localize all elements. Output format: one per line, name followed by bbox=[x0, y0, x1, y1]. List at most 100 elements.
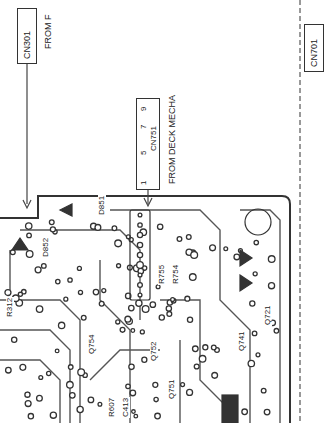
part-label: C413 bbox=[122, 397, 130, 418]
solder-pad bbox=[159, 315, 164, 320]
part-label: R754 bbox=[172, 264, 180, 285]
solder-pad bbox=[242, 409, 248, 415]
part-label: Q754 bbox=[88, 333, 96, 355]
solder-pad bbox=[199, 355, 206, 362]
solder-pad bbox=[150, 302, 155, 307]
solder-pad bbox=[171, 298, 175, 302]
connector-arrows bbox=[23, 64, 152, 208]
solder-pad bbox=[268, 283, 274, 289]
note-text: FROM F bbox=[44, 14, 53, 51]
solder-pad bbox=[26, 251, 33, 258]
solder-pad bbox=[252, 331, 257, 336]
solder-pad bbox=[274, 328, 279, 333]
solder-pad bbox=[268, 256, 275, 263]
solder-pads bbox=[5, 213, 279, 419]
solder-pad bbox=[264, 409, 270, 415]
solder-pad bbox=[185, 296, 190, 301]
solder-pad bbox=[35, 267, 41, 273]
solder-pad bbox=[6, 367, 12, 373]
solder-pad bbox=[191, 252, 198, 259]
solder-pad bbox=[153, 382, 158, 387]
solder-pad bbox=[210, 245, 216, 251]
solder-pad bbox=[137, 242, 142, 247]
solder-pad bbox=[5, 290, 11, 296]
solder-pad bbox=[138, 293, 142, 297]
solder-pad bbox=[78, 290, 82, 294]
part-label: R312 bbox=[6, 297, 14, 318]
solder-pad bbox=[193, 346, 199, 352]
pin-number: 9 bbox=[140, 107, 148, 111]
solder-pad bbox=[224, 247, 228, 251]
part-label: R755 bbox=[158, 264, 166, 285]
solder-pad bbox=[25, 392, 30, 397]
solder-pad bbox=[115, 240, 122, 247]
solder-pad bbox=[137, 262, 144, 269]
solder-pad bbox=[157, 224, 162, 229]
solder-pad bbox=[36, 306, 42, 312]
solder-pad bbox=[131, 329, 135, 333]
solder-pad bbox=[117, 264, 121, 268]
solder-pad bbox=[186, 235, 191, 240]
solder-pad bbox=[39, 376, 43, 380]
solder-pad bbox=[253, 272, 257, 276]
solder-pad bbox=[140, 330, 144, 334]
board-outline bbox=[0, 0, 300, 423]
solder-pad bbox=[102, 289, 106, 293]
solder-pad bbox=[256, 353, 260, 357]
solder-pad bbox=[154, 397, 158, 401]
solder-pad bbox=[211, 345, 216, 350]
solder-pad bbox=[171, 298, 175, 302]
solder-pad bbox=[167, 312, 172, 317]
solder-pad bbox=[20, 364, 26, 370]
solder-pad bbox=[261, 388, 266, 393]
part-label: Q741 bbox=[238, 330, 246, 352]
pin-number: 1 bbox=[140, 181, 148, 185]
solder-pad bbox=[166, 306, 171, 311]
part-label: D852 bbox=[42, 237, 50, 258]
solder-pad bbox=[116, 320, 120, 324]
solder-pad bbox=[50, 227, 55, 232]
solder-pad bbox=[99, 301, 104, 306]
solder-pad bbox=[129, 305, 134, 310]
solder-pad bbox=[136, 300, 142, 306]
solder-pad bbox=[67, 382, 74, 389]
solder-pad bbox=[56, 279, 60, 283]
solder-pad bbox=[138, 283, 143, 288]
component-outlines bbox=[12, 204, 271, 423]
solder-pad bbox=[78, 369, 85, 376]
solder-pad bbox=[156, 285, 160, 289]
connector-box: CN301 bbox=[17, 8, 37, 64]
solder-pad bbox=[138, 213, 142, 217]
solder-pad bbox=[142, 306, 149, 313]
solder-pad bbox=[181, 383, 185, 387]
solder-pad bbox=[203, 345, 208, 350]
connector-name: CN751 bbox=[150, 126, 158, 151]
connector-name: CN701 bbox=[310, 39, 319, 67]
connector-box: 1579CN751 bbox=[136, 98, 160, 190]
part-label: Q721 bbox=[264, 304, 272, 326]
solder-pad bbox=[120, 327, 125, 332]
solder-pad bbox=[189, 274, 196, 281]
copper-traces bbox=[0, 210, 280, 423]
connector-name: CN301 bbox=[23, 31, 32, 59]
solder-pad bbox=[187, 389, 193, 395]
solder-pad bbox=[112, 226, 117, 231]
solder-pad bbox=[64, 297, 68, 301]
solder-pad bbox=[134, 414, 138, 418]
solder-pad bbox=[37, 395, 43, 401]
solder-pad bbox=[26, 223, 32, 229]
solder-pad bbox=[142, 357, 147, 362]
part-label: Q751 bbox=[168, 378, 176, 400]
pin-number: 5 bbox=[140, 151, 148, 155]
solder-pad bbox=[77, 266, 81, 270]
solder-pad bbox=[27, 233, 32, 238]
solder-pad bbox=[234, 254, 240, 260]
solder-pad bbox=[95, 225, 101, 231]
solder-pad bbox=[28, 414, 33, 419]
solder-pad bbox=[187, 317, 192, 322]
solder-pad bbox=[155, 413, 161, 419]
solder-pad bbox=[138, 223, 142, 227]
part-label: Q752 bbox=[150, 340, 158, 362]
